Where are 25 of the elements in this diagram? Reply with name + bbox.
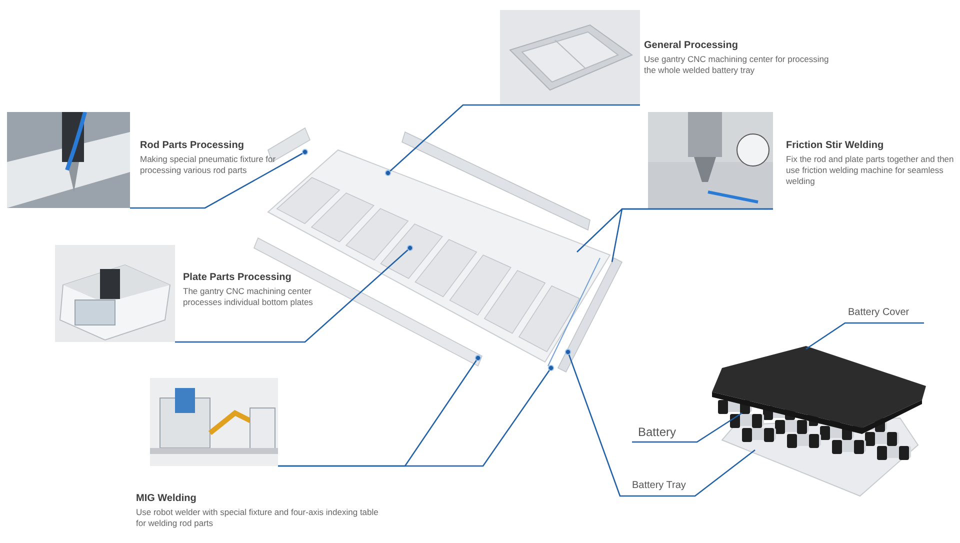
leader-line: [175, 244, 414, 343]
leader-line: [806, 322, 924, 350]
leader-line: [665, 449, 756, 497]
section-heading: General Processing: [644, 40, 739, 52]
section-heading: MIG Welding: [136, 493, 198, 506]
photo-placeholder: [55, 245, 175, 342]
leader-line: [130, 148, 308, 209]
photo-placeholder: [648, 112, 773, 209]
part-label: Battery: [638, 423, 698, 441]
description-text: Making special pneumatic fixture for processing various rod parts: [140, 154, 277, 176]
section-heading: Friction Stir Welding: [786, 140, 885, 152]
leader-line: [564, 348, 665, 497]
description-text: Use gantry CNC machining center for processing the whole welded battery tray: [644, 54, 830, 76]
photo-placeholder: [7, 112, 130, 208]
description-text: The gantry CNC machining center processes individual bottom plates: [183, 286, 314, 308]
section-heading: Plate Parts Processing: [183, 272, 292, 284]
leader-line: [384, 104, 640, 176]
photo-placeholder: [150, 378, 278, 466]
description-text: Use robot welder with special fixture and four-axis indexing table for welding rod parts: [136, 506, 380, 529]
description-text: Fix the rod and plate parts together and then use friction welding machine for seamless welding: [786, 154, 955, 187]
leader-line: [278, 364, 554, 467]
part-label: Battery Tray: [632, 478, 698, 493]
section-heading: Rod Parts Processing: [140, 140, 245, 152]
photo-placeholder: [500, 10, 640, 105]
part-label: Battery Cover: [848, 305, 924, 320]
